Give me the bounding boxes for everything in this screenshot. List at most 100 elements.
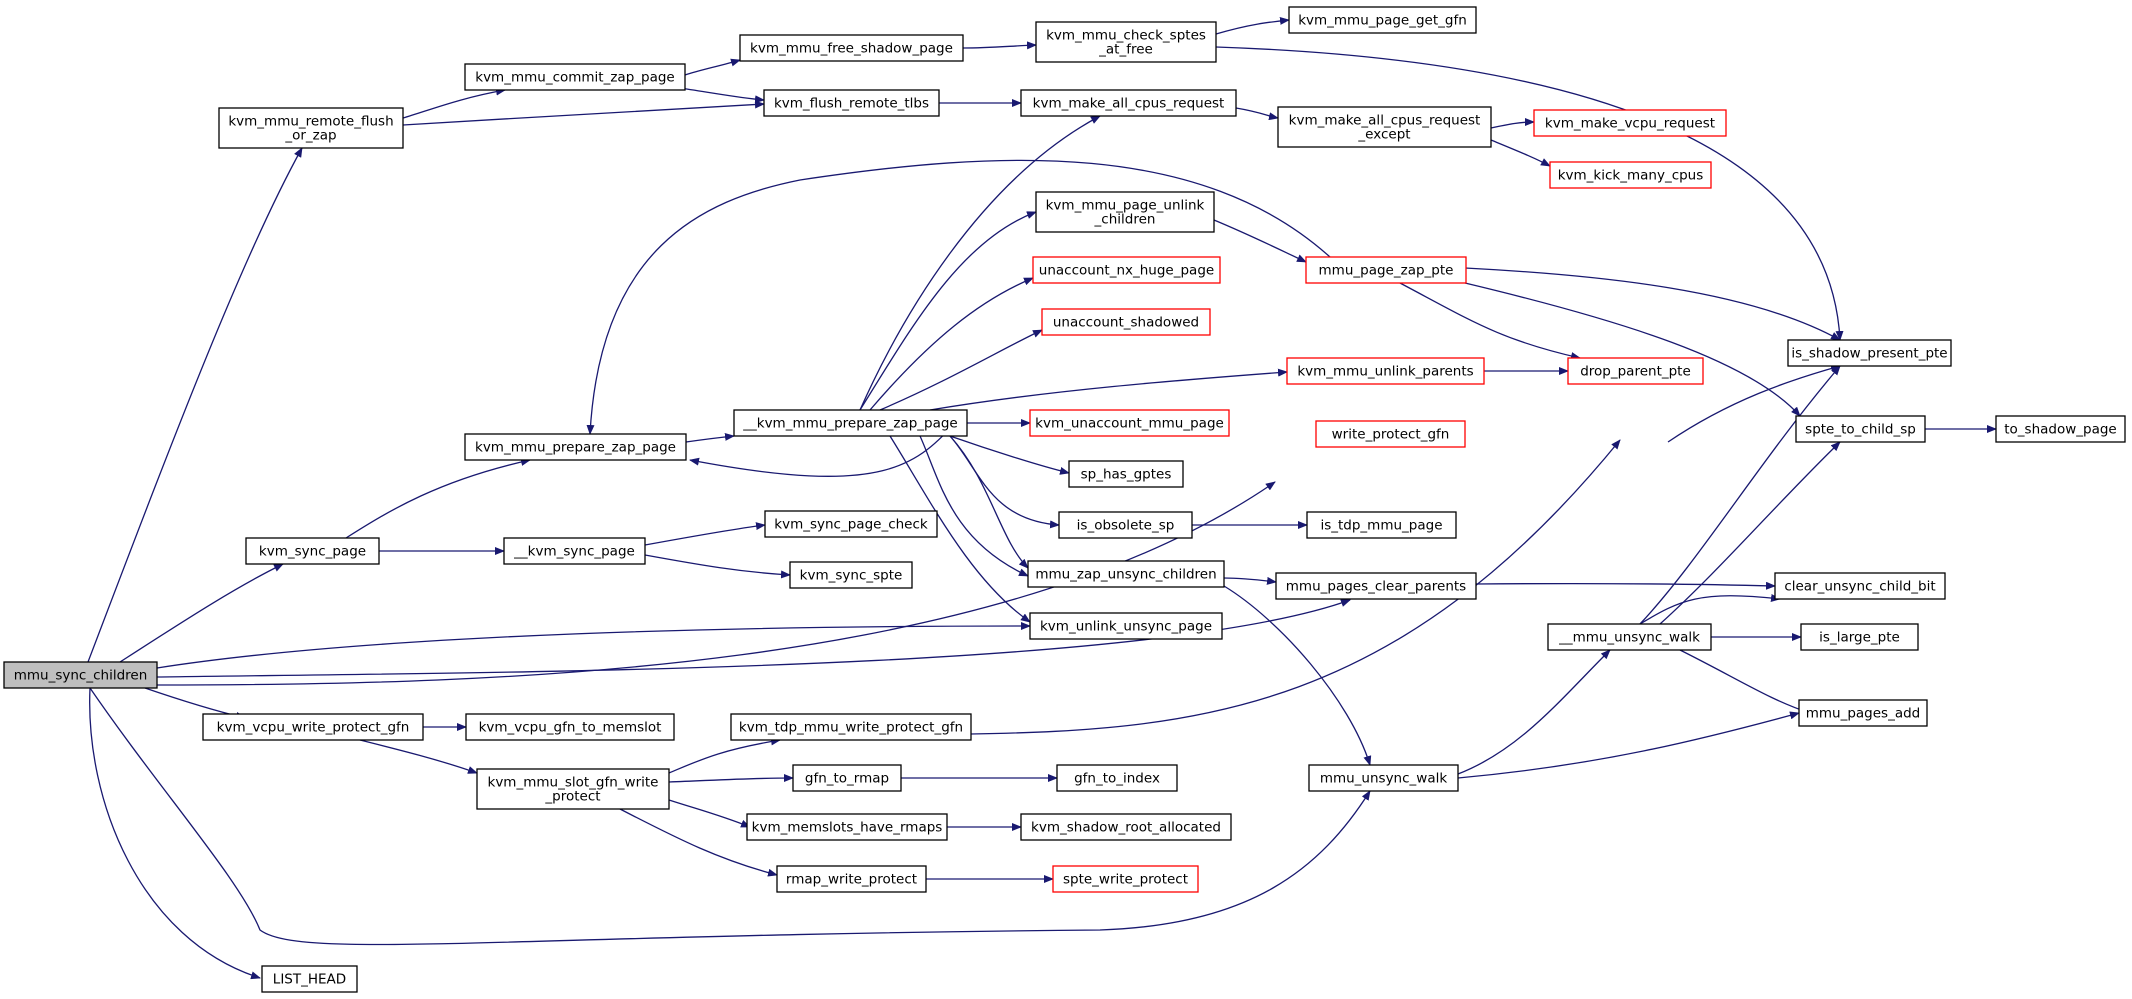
node-box xyxy=(1029,409,1230,437)
call-edge xyxy=(1679,649,1811,715)
node-mmu-pages-add[interactable]: mmu_pages_add xyxy=(1798,699,1928,727)
node-kvm-mmu-page-get-gfn[interactable]: kvm_mmu_page_get_gfn xyxy=(1288,6,1477,34)
node-mmu-pages-clear-parents[interactable]: mmu_pages_clear_parents xyxy=(1275,572,1477,600)
node-label: mmu_zap_unsync_children xyxy=(1035,567,1216,583)
node-label: kvm_mmu_page_get_gfn xyxy=(1298,13,1467,29)
call-edge xyxy=(89,687,261,980)
node-box xyxy=(746,813,948,841)
node-kvm-mmu-check-sptes-at-free[interactable]: kvm_mmu_check_sptes_at_free xyxy=(1035,21,1217,63)
node-box xyxy=(1795,415,1926,443)
node-label: mmu_pages_clear_parents xyxy=(1286,579,1466,595)
node-box xyxy=(792,764,902,792)
node-kvm-sync-spte[interactable]: kvm_sync_spte xyxy=(789,561,913,589)
node-label: sp_has_gptes xyxy=(1081,467,1172,483)
node-label: __mmu_unsync_walk xyxy=(1558,630,1700,646)
node-to-shadow-page[interactable]: to_shadow_page xyxy=(1995,415,2126,443)
node-sp-has-gptes[interactable]: sp_has_gptes xyxy=(1068,460,1184,488)
node-rmap-write-protect[interactable]: rmap_write_protect xyxy=(776,865,927,893)
node-spte-write-protect[interactable]: spte_write_protect xyxy=(1052,865,1199,893)
node-kvm-vcpu-gfn-to-memslot[interactable]: kvm_vcpu_gfn_to_memslot xyxy=(465,713,675,741)
node-kvm-shadow-root-allocated[interactable]: kvm_shadow_root_allocated xyxy=(1020,813,1232,841)
node-is-tdp-mmu-page[interactable]: is_tdp_mmu_page xyxy=(1306,511,1457,539)
node-label: _at_free xyxy=(1098,42,1153,58)
node-kvm-unlink-unsync-page[interactable]: kvm_unlink_unsync_page xyxy=(1029,612,1223,640)
node-kvm-mmu-prepare-zap-page[interactable]: __kvm_mmu_prepare_zap_page xyxy=(733,409,968,437)
call-edge xyxy=(679,87,765,104)
node-kvm-mmu-remote-flush-or-zap[interactable]: kvm_mmu_remote_flush_or_zap xyxy=(218,107,404,149)
node-box xyxy=(1035,191,1215,233)
node-kvm-unaccount-mmu-page[interactable]: kvm_unaccount_mmu_page xyxy=(1029,409,1230,437)
node-label: gfn_to_index xyxy=(1074,771,1160,787)
node-LIST-HEAD[interactable]: LIST_HEAD xyxy=(261,965,358,993)
node-label: __kvm_sync_page xyxy=(513,544,635,560)
node-label: _except xyxy=(1357,127,1410,143)
node-kvm-mmu-prepare-zap-page[interactable]: kvm_mmu_prepare_zap_page xyxy=(464,433,687,461)
node-kvm-mmu-commit-zap-page[interactable]: kvm_mmu_commit_zap_page xyxy=(464,63,686,91)
node-box xyxy=(1032,256,1221,284)
node-label: mmu_pages_add xyxy=(1806,706,1921,722)
node-box xyxy=(1315,420,1466,448)
call-edge xyxy=(879,329,1043,411)
call-edge xyxy=(345,458,531,539)
node-mmu-sync-children[interactable]: mmu_sync_children xyxy=(3,661,158,689)
node-kvm-tdp-mmu-write-protect-gfn[interactable]: kvm_tdp_mmu_write_protect_gfn xyxy=(730,713,972,741)
node-box xyxy=(764,510,938,538)
node-drop-parent-pte[interactable]: drop_parent_pte xyxy=(1567,357,1704,385)
node-kvm-make-vcpu-request[interactable]: kvm_make_vcpu_request xyxy=(1533,109,1727,137)
node-kvm-vcpu-write-protect-gfn[interactable]: kvm_vcpu_write_protect_gfn xyxy=(202,713,424,741)
node-label: rmap_write_protect xyxy=(786,872,917,888)
node-mmu-zap-unsync-children[interactable]: mmu_zap_unsync_children xyxy=(1027,560,1225,588)
node-box xyxy=(1547,623,1712,651)
node-box xyxy=(464,63,686,91)
node-box xyxy=(1567,357,1704,385)
node-kvm-make-all-cpus-request-except[interactable]: kvm_make_all_cpus_request_except xyxy=(1277,106,1492,148)
node-kvm-kick-many-cpus[interactable]: kvm_kick_many_cpus xyxy=(1549,161,1712,189)
node-spte-to-child-sp[interactable]: spte_to_child_sp xyxy=(1795,415,1926,443)
node-unaccount-shadowed[interactable]: unaccount_shadowed xyxy=(1041,308,1211,336)
node-is-large-pte[interactable]: is_large_pte xyxy=(1800,623,1919,651)
node-box xyxy=(1286,357,1485,385)
node-gfn-to-rmap[interactable]: gfn_to_rmap xyxy=(792,764,902,792)
call-edge xyxy=(929,368,1288,411)
node-kvm-mmu-unlink-parents[interactable]: kvm_mmu_unlink_parents xyxy=(1286,357,1485,385)
node-clear-unsync-child-bit[interactable]: clear_unsync_child_bit xyxy=(1774,572,1946,600)
node-kvm-mmu-free-shadow-page[interactable]: kvm_mmu_free_shadow_page xyxy=(739,34,964,62)
node-kvm-sync-page[interactable]: __kvm_sync_page xyxy=(503,537,646,565)
call-edge xyxy=(402,100,765,126)
call-edge xyxy=(869,277,1034,411)
call-edge xyxy=(889,435,1031,623)
node-is-shadow-present-pte[interactable]: is_shadow_present_pte xyxy=(1787,339,1952,367)
node-kvm-sync-page[interactable]: kvm_sync_page xyxy=(245,537,380,565)
node-label: kvm_mmu_check_sptes xyxy=(1046,28,1206,44)
node-box xyxy=(733,409,968,437)
node-box xyxy=(1041,308,1211,336)
call-edge xyxy=(919,435,1029,577)
call-edge xyxy=(156,599,1351,678)
node-write-protect-gfn[interactable]: write_protect_gfn xyxy=(1315,420,1466,448)
node-box xyxy=(1549,161,1712,189)
node-box xyxy=(1020,89,1237,117)
call-edge xyxy=(949,435,1029,569)
node-label: kvm_mmu_unlink_parents xyxy=(1297,364,1473,380)
node-gfn-to-index[interactable]: gfn_to_index xyxy=(1056,764,1178,792)
node-is-obsolete-sp[interactable]: is_obsolete_sp xyxy=(1058,511,1193,539)
node-box xyxy=(1787,339,1952,367)
node-mmu-page-zap-pte[interactable]: mmu_page_zap_pte xyxy=(1305,256,1467,284)
node-kvm-make-all-cpus-request[interactable]: kvm_make_all_cpus_request xyxy=(1020,89,1237,117)
node-kvm-memslots-have-rmaps[interactable]: kvm_memslots_have_rmaps xyxy=(746,813,948,841)
node-kvm-flush-remote-tlbs[interactable]: kvm_flush_remote_tlbs xyxy=(763,89,940,117)
node-label: kvm_vcpu_gfn_to_memslot xyxy=(479,720,662,736)
call-edge xyxy=(1464,282,1801,417)
node-label: kvm_sync_page xyxy=(259,544,366,560)
node-kvm-mmu-page-unlink-children[interactable]: kvm_mmu_page_unlink_children xyxy=(1035,191,1215,233)
node-box xyxy=(1052,865,1199,893)
node-kvm-mmu-slot-gfn-write-protect[interactable]: kvm_mmu_slot_gfn_write_protect xyxy=(476,768,670,810)
call-edge xyxy=(1639,365,1841,625)
node-unaccount-nx-huge-page[interactable]: unaccount_nx_huge_page xyxy=(1032,256,1221,284)
call-edge xyxy=(1464,267,1841,341)
node-mmu-unsync-walk[interactable]: mmu_unsync_walk xyxy=(1308,764,1459,792)
node-box xyxy=(1056,764,1178,792)
node-kvm-sync-page-check[interactable]: kvm_sync_page_check xyxy=(764,510,938,538)
node-mmu-unsync-walk[interactable]: __mmu_unsync_walk xyxy=(1547,623,1712,651)
node-box xyxy=(218,107,404,149)
